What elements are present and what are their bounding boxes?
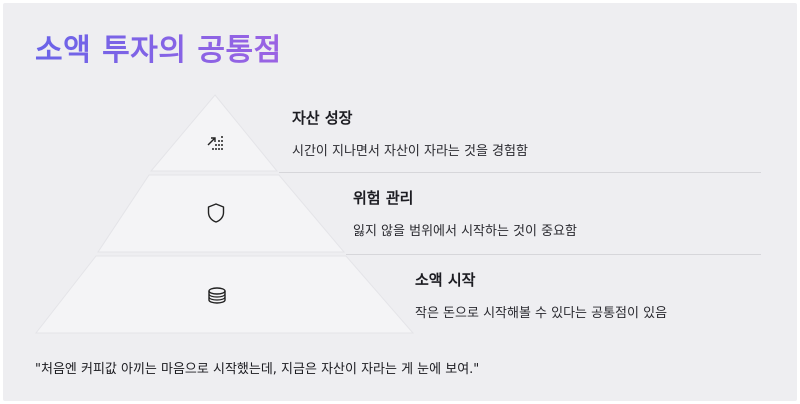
- level-middle-label: 위험 관리 잃지 않을 범위에서 시작하는 것이 중요함: [353, 187, 577, 239]
- level-bottom-label: 소액 시작 작은 돈으로 시작해볼 수 있다는 공통점이 있음: [415, 269, 667, 321]
- divider-middle: [346, 254, 761, 255]
- level-top-title: 자산 성장: [292, 109, 353, 127]
- infographic-canvas: 소액 투자의 공통점 자산 성장 시간이 지나면서 자산이 자라는 것을 경험함…: [3, 3, 797, 401]
- level-bottom-title: 소액 시작: [415, 271, 476, 289]
- growth-chart-icon: [207, 136, 223, 150]
- page-title: 소액 투자의 공통점: [35, 25, 282, 69]
- level-middle-title: 위험 관리: [353, 189, 414, 207]
- quote-text: "처음엔 커피값 아끼는 마음으로 시작했는데, 지금은 자산이 자라는 게 눈…: [35, 362, 480, 377]
- pyramid-tier-middle: [97, 174, 346, 253]
- coin-stack-icon: [208, 287, 226, 304]
- level-bottom-description: 작은 돈으로 시작해볼 수 있다는 공통점이 있음: [415, 306, 668, 321]
- divider-top: [279, 172, 761, 173]
- level-top-description: 시간이 지나면서 자산이 자라는 것을 경험함: [292, 144, 528, 159]
- level-middle-description: 잃지 않을 범위에서 시작하는 것이 중요함: [353, 224, 577, 239]
- shield-icon: [207, 203, 225, 223]
- pyramid-tier-top: [149, 94, 279, 172]
- level-top-label: 자산 성장 시간이 지나면서 자산이 자라는 것을 경험함: [292, 107, 528, 159]
